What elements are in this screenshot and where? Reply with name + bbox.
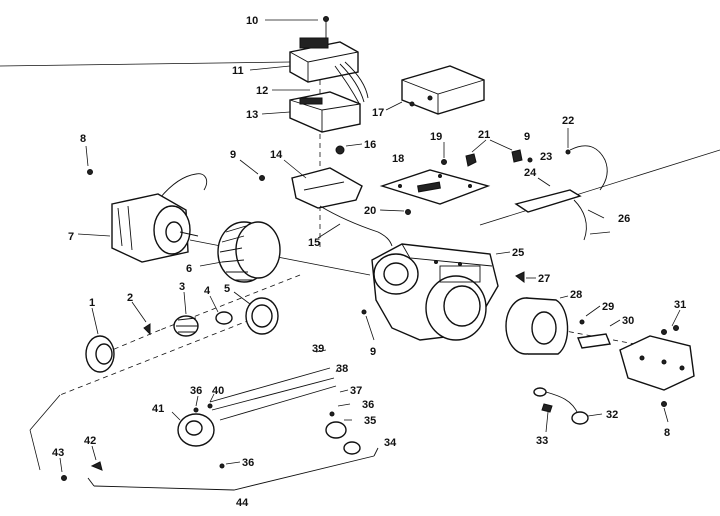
- callout-29: 29: [602, 301, 614, 313]
- callout-35: 35: [364, 415, 376, 427]
- callout-3: 3: [179, 281, 185, 293]
- transformer-group: [249, 16, 369, 133]
- callout-8b: 8: [664, 427, 670, 439]
- callout-31: 31: [674, 299, 686, 311]
- callout-23: 23: [540, 151, 552, 163]
- nozzle-adapter-fittings: [619, 309, 695, 423]
- callout-5: 5: [224, 283, 230, 295]
- callout-13: 13: [246, 109, 258, 121]
- callout-15: 15: [308, 237, 320, 249]
- burner-housing: [371, 243, 536, 341]
- callout-22: 22: [562, 115, 574, 127]
- callout-18: 18: [392, 153, 404, 165]
- callout-10: 10: [246, 15, 258, 27]
- callout-36b: 36: [362, 399, 374, 411]
- burner-motor: [77, 145, 207, 263]
- callout-43: 43: [52, 447, 64, 459]
- callout-42: 42: [84, 435, 96, 447]
- callout-12: 12: [256, 85, 268, 97]
- pump-side-stack: [85, 291, 375, 373]
- ignition-parts: [465, 128, 611, 241]
- callout-27: 27: [538, 273, 550, 285]
- callout-17: 17: [372, 107, 384, 119]
- callout-30: 30: [622, 315, 634, 327]
- callout-28: 28: [570, 289, 582, 301]
- callout-21: 21: [478, 129, 490, 141]
- callout-26: 26: [618, 213, 630, 225]
- callout-34: 34: [384, 437, 397, 449]
- air-adjustment-ring: [505, 295, 621, 355]
- callout-9c: 9: [370, 346, 376, 358]
- callout-4: 4: [204, 285, 211, 297]
- mounting-plate: [379, 142, 491, 215]
- callout-20: 20: [364, 205, 376, 217]
- callout-25: 25: [512, 247, 524, 259]
- callout-36a: 36: [190, 385, 202, 397]
- callout-16: 16: [364, 139, 376, 151]
- relay-box: [385, 65, 485, 115]
- callout-labels: 1 2 3 4 5 6 7 8 8 9 9 9 10 11 12 13 14 1…: [52, 15, 686, 509]
- transformer: [289, 41, 359, 83]
- callout-2: 2: [127, 292, 133, 304]
- bracket-assembly: [239, 143, 393, 247]
- callout-24: 24: [524, 167, 537, 179]
- nozzle-line: [533, 387, 603, 433]
- callout-1: 1: [89, 297, 95, 309]
- callout-36c: 36: [242, 457, 254, 469]
- callout-19: 19: [430, 131, 442, 143]
- callout-9b: 9: [524, 131, 530, 143]
- callout-39: 39: [312, 343, 324, 355]
- callout-41: 41: [152, 403, 164, 415]
- callout-40: 40: [212, 385, 224, 397]
- callout-6: 6: [186, 263, 192, 275]
- callout-38: 38: [336, 363, 348, 375]
- callout-7: 7: [68, 231, 74, 243]
- callout-11: 11: [232, 65, 244, 77]
- blower-wheel: [199, 221, 281, 283]
- callout-9a: 9: [230, 149, 236, 161]
- fuel-unit-parts: [59, 349, 379, 491]
- callout-8a: 8: [80, 133, 86, 145]
- callout-14: 14: [270, 149, 283, 161]
- callout-33: 33: [536, 435, 548, 447]
- callout-37: 37: [350, 385, 362, 397]
- callout-44: 44: [236, 497, 249, 509]
- callout-32: 32: [606, 409, 618, 421]
